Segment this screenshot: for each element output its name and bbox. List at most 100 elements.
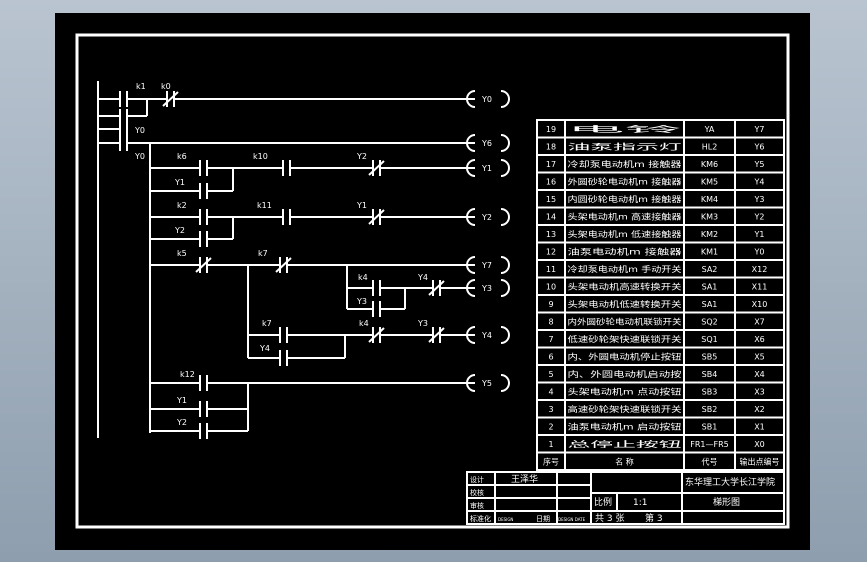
- table-cell-code: HL2: [702, 142, 718, 151]
- date-value: DESIGN DATE: [558, 517, 586, 522]
- table-cell-name: 头架电动机m 高速接触器: [568, 211, 682, 221]
- table-cell-addr: Y6: [754, 142, 765, 151]
- table-cell-addr: Y2: [754, 212, 765, 221]
- table-cell-seq: 6: [548, 352, 553, 361]
- contact-label: k4: [358, 273, 368, 282]
- table-cell-seq: 5: [548, 370, 553, 379]
- table-cell-name: 油泵电动机m 启动按钮: [568, 421, 682, 431]
- contact-label: k6: [177, 152, 187, 161]
- table-header-seq: 序号: [543, 456, 559, 466]
- sheet-number: 第 3: [645, 512, 663, 524]
- contact-label: Y4: [417, 273, 428, 282]
- drawing-sheet: k1 k0 Y0 Y0 Y0 Y6 k6 Y1 k10 Y2 Y1: [55, 13, 810, 550]
- rung-6: k7 Y4 k4 Y3 Y4: [247, 265, 510, 366]
- table-cell-seq: 4: [548, 387, 553, 396]
- std-label: 标准化: [470, 514, 491, 523]
- table-cell-name: 油泵指示灯: [568, 141, 682, 151]
- table-cell-name: 内、外圆电动机启动按: [568, 369, 682, 379]
- table-cell-code: KM2: [701, 230, 718, 239]
- coil-label: Y6: [481, 139, 492, 148]
- table-cell-seq: 2: [548, 422, 553, 431]
- table-cell-name: 冷却泵电动机m 手动开关: [568, 264, 682, 274]
- table-cell-addr: X2: [754, 405, 765, 414]
- contact-label: Y3: [356, 297, 367, 306]
- drawing-name: 梯形图: [713, 496, 740, 508]
- table-cell-code: SB1: [702, 422, 718, 431]
- table-cell-addr: X0: [754, 440, 765, 449]
- ladder-diagram: k1 k0 Y0 Y0 Y0 Y6 k6 Y1 k10 Y2 Y1: [75, 33, 790, 529]
- table-cell-code: SB5: [702, 352, 718, 361]
- table-cell-addr: X1: [754, 422, 765, 431]
- coil-label: Y0: [481, 95, 492, 104]
- table-cell-seq: 15: [546, 195, 556, 204]
- table-cell-code: KM1: [701, 247, 718, 256]
- scale-value: 1:1: [633, 498, 647, 508]
- coil-label: Y3: [481, 284, 492, 293]
- scale-label: 比例: [594, 496, 612, 508]
- table-cell-addr: X3: [754, 387, 765, 396]
- table-cell-seq: 14: [546, 212, 556, 221]
- table-cell-name: 头架电动机m 低速接触器: [568, 229, 682, 239]
- table-cell-name: 内圆砂轮电动机m 接触器: [568, 194, 682, 204]
- table-cell-seq: 16: [546, 177, 556, 186]
- table-cell-addr: Y5: [754, 160, 765, 169]
- contact-label: Y2: [176, 418, 187, 427]
- table-cell-seq: 19: [546, 125, 556, 134]
- table-cell-seq: 13: [546, 230, 556, 239]
- table-cell-addr: Y3: [754, 195, 765, 204]
- school-name: 东华理工大学长江学院: [685, 476, 775, 488]
- table-cell-code: SQ2: [701, 317, 717, 326]
- designer-name: 王泽华: [511, 473, 538, 485]
- table-cell-seq: 17: [546, 160, 556, 169]
- table-cell-name: 头架电动机高速转换开关: [568, 281, 682, 291]
- rung-2: Y0 Y6: [98, 134, 510, 161]
- rung-1: k1 k0 Y0 Y0: [98, 82, 510, 135]
- contact-label: k7: [258, 249, 268, 258]
- table-cell-addr: X5: [754, 352, 765, 361]
- table-cell-code: KM6: [701, 160, 718, 169]
- coil-label: Y4: [481, 331, 492, 340]
- contact-label: k7: [262, 319, 272, 328]
- contact-label: Y0: [134, 126, 145, 135]
- contact-label: k2: [177, 201, 187, 210]
- table-cell-seq: 8: [548, 317, 553, 326]
- design-label: 设计: [470, 475, 484, 484]
- table-cell-seq: 11: [546, 265, 556, 274]
- coil-label: Y5: [481, 379, 492, 388]
- table-cell-code: SB4: [702, 370, 718, 379]
- coil-label: Y7: [481, 261, 492, 270]
- table-header-name: 名 称: [615, 456, 634, 466]
- table-cell-name: 总停止按钮: [568, 439, 682, 449]
- contact-label: Y0: [134, 152, 145, 161]
- table-cell-addr: X10: [752, 300, 768, 309]
- check-label: 校核: [470, 488, 484, 497]
- table-cell-code: FR1—FR5: [690, 440, 729, 449]
- table-cell-seq: 12: [546, 247, 556, 256]
- contact-label: k1: [136, 82, 146, 91]
- table-header-addr: 输出点编号: [740, 456, 780, 466]
- table-cell-code: SA1: [702, 300, 718, 309]
- table-cell-name: 高速砂轮架快速联锁开关: [568, 404, 682, 414]
- rung-3: k6 Y1 k10 Y2 Y1: [150, 152, 510, 199]
- contact-label: k10: [253, 152, 268, 161]
- rung-5: k5 k7 Y7 k4 Y4 Y3 Y3: [150, 249, 510, 317]
- review-label: 审核: [470, 501, 484, 510]
- table-cell-code: SB3: [702, 387, 718, 396]
- table-cell-name: 外圆砂轮电动机m 接触器: [568, 176, 682, 186]
- table-cell-name: 头架电动机m 点动按钮: [568, 386, 682, 396]
- table-cell-code: SA2: [702, 265, 718, 274]
- table-cell-name: 冷却泵电动机m 接触器: [568, 159, 682, 169]
- table-cell-code: YA: [704, 125, 715, 134]
- title-block: 设计 王泽华 校核 审核 标准化 DESIGN 日期 DESIGN DATE 东…: [466, 471, 785, 525]
- contact-label: Y2: [356, 152, 367, 161]
- contact-label: k4: [359, 319, 369, 328]
- table-cell-code: KM5: [701, 177, 718, 186]
- std-value: DESIGN: [498, 517, 513, 522]
- contact-label: Y4: [259, 344, 270, 353]
- table-cell-addr: Y4: [754, 177, 765, 186]
- table-header-code: 代号: [702, 456, 718, 466]
- table-cell-name: 电铃: [568, 124, 682, 134]
- contact-label: Y3: [417, 319, 428, 328]
- contact-label: Y1: [174, 178, 185, 187]
